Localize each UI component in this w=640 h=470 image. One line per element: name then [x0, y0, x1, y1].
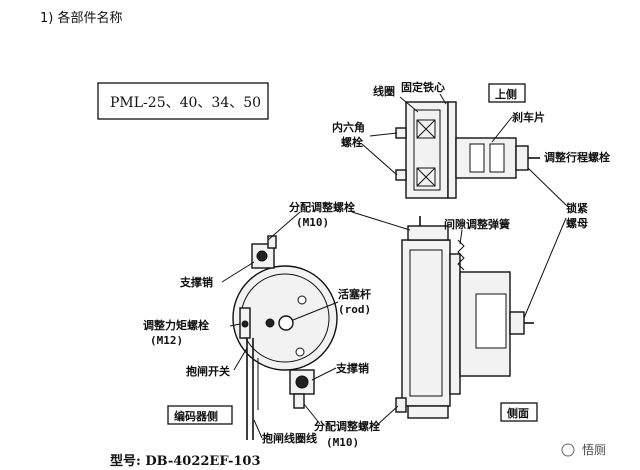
plunger-rod-label: 活塞杆 [338, 287, 371, 301]
top-view-drawing: 上侧 [395, 83, 540, 199]
gap-spring-label: 间隙调整弹簧 [444, 217, 510, 231]
dist-bolt-bottom-spec: (M10) [326, 436, 359, 449]
stroke-bolt-label: 调整行程螺栓 [544, 150, 610, 164]
dist-bolt-bottom-label: 分配调整螺栓 [314, 419, 380, 433]
torque-bolt-label: 调整力矩螺栓 [143, 318, 209, 332]
brake-wire-label: 抱闸线圈线 [262, 431, 317, 445]
encoder-side-box [167, 405, 233, 425]
brake-pad-label: 刹车片 [512, 110, 545, 124]
plunger-rod-en-label: (rod) [338, 303, 371, 316]
hex-bolt-label-2: 螺栓 [341, 135, 363, 149]
coil-label: 线圈 [373, 84, 395, 98]
torque-bolt-spec: (M12) [150, 334, 183, 347]
side-view-drawing: 侧面 [395, 216, 538, 422]
lock-nut-label-2: 螺母 [566, 216, 588, 230]
support-pin-top-label: 支撑销 [179, 275, 213, 289]
top-view-leaders [361, 93, 567, 206]
side-view-leaders [351, 211, 567, 427]
model-box-text: PML-25、40、34、50 [110, 95, 261, 111]
type-number: 型号: DB-4022EF-103 [110, 453, 261, 469]
dist-bolt-top-label: 分配调整螺栓 [289, 200, 355, 214]
hex-bolt-label-1: 内六角 [332, 120, 365, 134]
section-heading: 1) 各部件名称 [40, 10, 122, 26]
encoder-side-drawing: 编码器侧 [167, 235, 338, 440]
side-view-label: 侧面 [507, 406, 529, 420]
watermark-text: 悟厕 [582, 442, 606, 457]
top-view-label: 上侧 [495, 87, 517, 101]
dist-bolt-top-spec: (M10) [296, 216, 329, 229]
model-box [97, 82, 269, 120]
chat-icon [561, 443, 575, 457]
side-view-box [500, 402, 538, 422]
lock-nut-label-1: 锁紧 [566, 201, 588, 215]
brake-switch-label: 抱闸开关 [186, 364, 230, 378]
top-view-box [488, 83, 526, 103]
support-pin-bottom-label: 支撑销 [335, 361, 369, 375]
encoder-side-leaders [221, 211, 339, 439]
encoder-side-label: 编码器侧 [174, 409, 218, 423]
fixed-core-label: 固定铁心 [401, 80, 445, 94]
